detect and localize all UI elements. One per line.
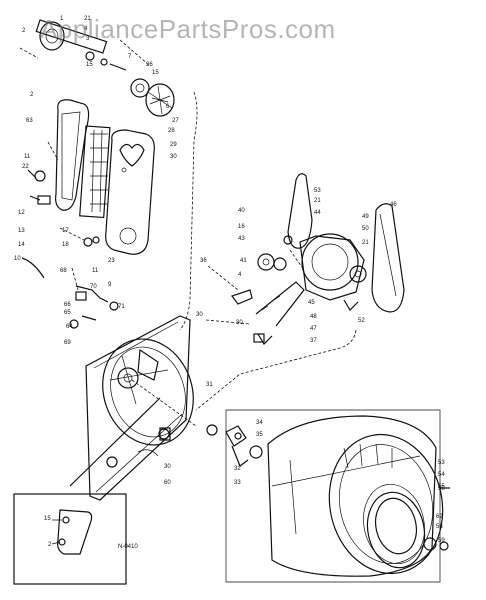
callout-c71: 71 — [118, 304, 125, 310]
callout-c48: 48 — [310, 314, 317, 320]
callout-c65: 65 — [64, 310, 71, 316]
callout-c2: 2 — [22, 28, 26, 34]
callout-c63: 63 — [26, 118, 33, 124]
callout-c33: 33 — [234, 480, 241, 486]
callout-c26: 26 — [146, 62, 153, 68]
callout-c52: 52 — [358, 318, 365, 324]
callout-c23: 23 — [108, 258, 115, 264]
callout-c31: 31 — [206, 382, 213, 388]
callout-c30b: 30 — [196, 312, 203, 318]
callout-c64: 64 — [66, 324, 73, 330]
callout-c21c: 21 — [362, 240, 369, 246]
callout-c11b: 11 — [92, 268, 99, 274]
callout-c34: 34 — [256, 420, 263, 426]
callout-c6: 6 — [166, 104, 170, 110]
heater-assembly — [21, 99, 155, 329]
callout-c46: 46 — [390, 202, 397, 208]
blower-assembly — [19, 19, 175, 117]
callout-c27: 27 — [172, 118, 179, 124]
callout-c55: 55 — [438, 484, 445, 490]
callout-c21b: 21 — [314, 198, 321, 204]
callout-c18: 18 — [62, 242, 69, 248]
callout-c30d: 30 — [164, 464, 171, 470]
callout-c41: 41 — [240, 258, 247, 264]
callout-c21a: 21 — [84, 16, 91, 22]
callout-c14: 14 — [18, 242, 25, 248]
callout-c58: 58 — [438, 486, 445, 492]
guide-line — [179, 91, 198, 331]
detail-inset: N-0410 — [13, 493, 138, 585]
callout-c3: 3 — [86, 36, 90, 42]
callout-c30a: 30 — [170, 154, 177, 160]
callout-c12: 12 — [18, 210, 25, 216]
callout-c54: 54 — [438, 472, 445, 478]
callout-c44: 44 — [314, 210, 321, 216]
callout-c53: 53 — [314, 188, 321, 194]
inset-code: N-0410 — [118, 544, 138, 550]
callout-c30c: 30 — [236, 320, 243, 326]
drum-assembly — [206, 409, 450, 583]
callout-c50: 50 — [362, 226, 369, 232]
callout-c53b: 53 — [438, 460, 445, 466]
callout-c36: 36 — [200, 258, 207, 264]
callout-c43: 43 — [238, 236, 245, 242]
callout-c15c: 15 — [44, 516, 51, 522]
callout-c22: 22 — [22, 164, 29, 170]
callout-c62: 62 — [436, 514, 443, 520]
callout-c17: 17 — [62, 228, 69, 234]
callout-c4b: 4 — [238, 272, 242, 278]
callout-c13: 13 — [18, 228, 25, 234]
callout-c56: 56 — [436, 524, 443, 530]
callout-c2c: 2 — [48, 542, 52, 548]
callout-c28: 28 — [168, 128, 175, 134]
callout-c47: 47 — [310, 326, 317, 332]
front-bulkhead — [69, 315, 197, 501]
callout-c37: 37 — [310, 338, 317, 344]
callout-c29: 29 — [170, 142, 177, 148]
callout-c60: 60 — [164, 480, 171, 486]
callout-c4a: 4 — [84, 26, 88, 32]
callout-c68: 68 — [60, 268, 67, 274]
callout-c2b: 2 — [30, 92, 34, 98]
callout-c45: 45 — [308, 300, 315, 306]
callout-c69: 69 — [64, 340, 71, 346]
callout-c9: 9 — [108, 282, 112, 288]
callout-c32: 32 — [234, 466, 241, 472]
callout-c15b: 15 — [152, 70, 159, 76]
callout-c15a: 15 — [86, 62, 93, 68]
callout-c66: 66 — [64, 302, 71, 308]
callout-c35: 35 — [256, 432, 263, 438]
callout-c40: 40 — [238, 208, 245, 214]
callout-c16: 16 — [238, 224, 245, 230]
callout-c59: 59 — [438, 538, 445, 544]
callout-c70: 70 — [90, 284, 97, 290]
callout-c1: 1 — [60, 16, 64, 22]
callout-c11a: 11 — [24, 154, 31, 160]
callout-c49: 49 — [362, 214, 369, 220]
callout-c10: 10 — [14, 256, 21, 262]
motor-assembly — [195, 173, 405, 411]
callout-c7: 7 — [128, 54, 132, 60]
